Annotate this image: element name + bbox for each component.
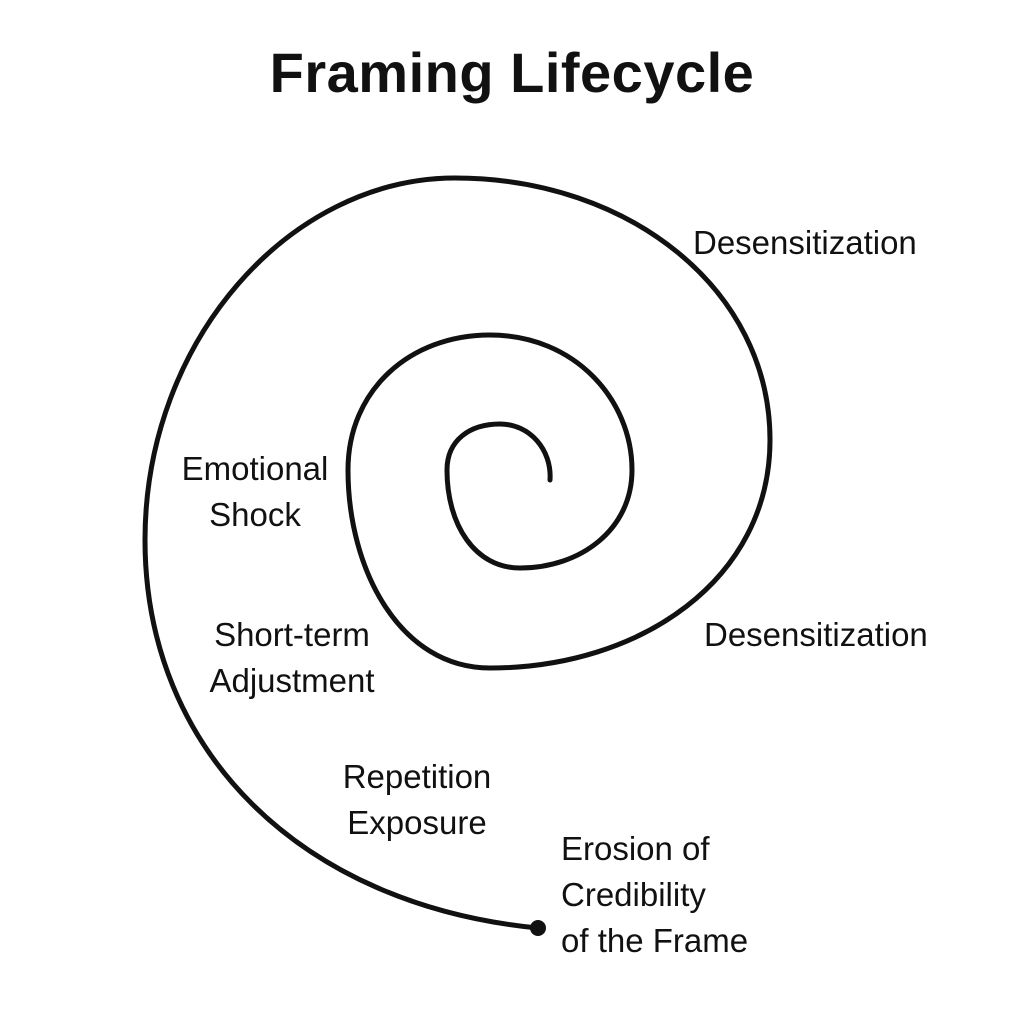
- diagram-title: Framing Lifecycle: [269, 41, 755, 104]
- label-line: Credibility: [561, 876, 706, 913]
- label-line: Short-term: [214, 616, 370, 653]
- label-line: Repetition: [342, 758, 492, 795]
- label-erosion-of-credibility: Erosion of Credibility of the Frame: [561, 826, 748, 964]
- label-line: Emotional: [181, 450, 329, 487]
- label-line: Erosion of: [561, 830, 710, 867]
- label-repetition-exposure: Repetition Exposure: [322, 754, 512, 846]
- label-emotional-shock: Emotional Shock: [165, 446, 345, 538]
- label-line: Exposure: [347, 804, 487, 841]
- label-line: of the Frame: [561, 922, 749, 959]
- label-short-term-adjustment: Short-term Adjustment: [188, 612, 396, 704]
- label-line: Shock: [209, 496, 301, 533]
- label-desensitization-outer: Desensitization: [693, 224, 917, 261]
- label-desensitization-inner: Desensitization: [704, 616, 928, 653]
- lifecycle-spiral: [142, 175, 773, 931]
- label-line: Adjustment: [209, 662, 375, 699]
- spiral-end-dot: [530, 920, 546, 936]
